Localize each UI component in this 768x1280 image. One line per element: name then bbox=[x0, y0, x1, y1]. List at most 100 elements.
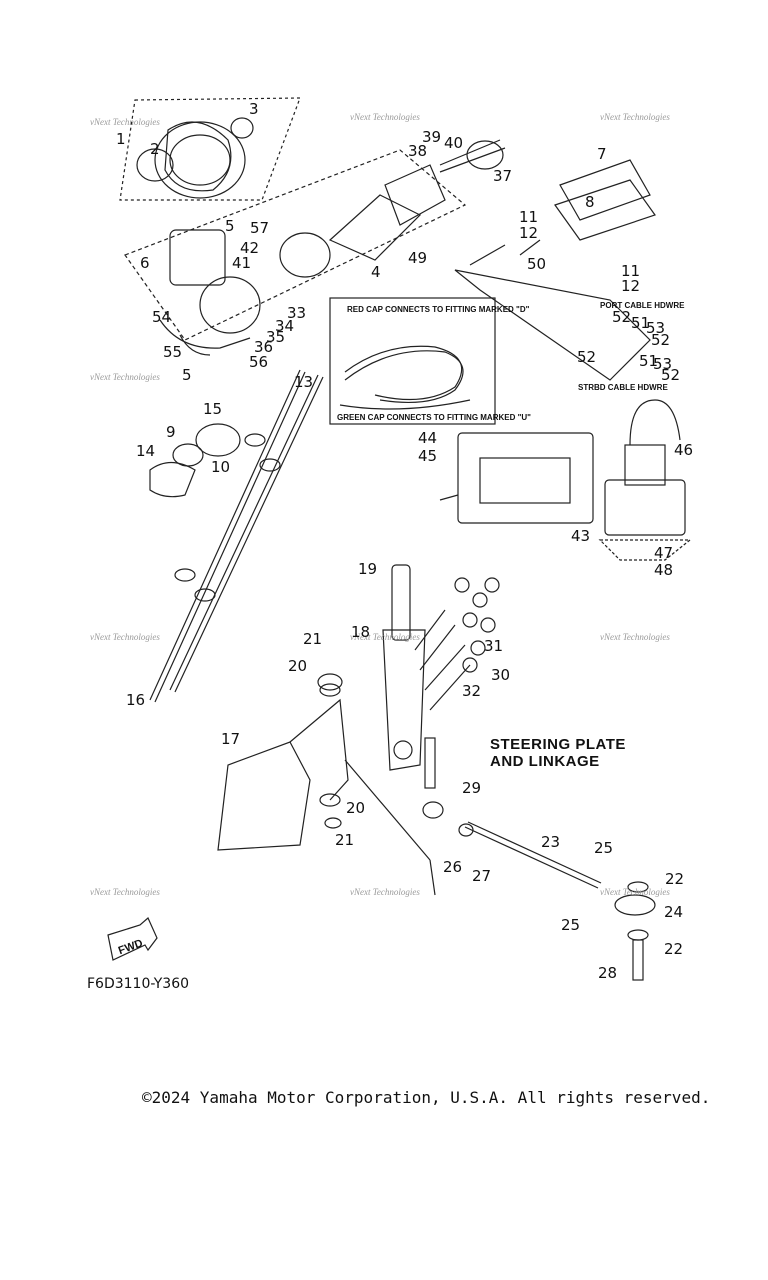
copyright-notice: ©2024 Yamaha Motor Corporation, U.S.A. A… bbox=[142, 1088, 711, 1107]
callout: 38 bbox=[408, 142, 427, 160]
steering-cables bbox=[149, 369, 324, 703]
callout: 14 bbox=[136, 442, 155, 460]
callout: 57 bbox=[250, 219, 269, 237]
steering-bracket bbox=[454, 239, 651, 381]
callout: 22 bbox=[664, 940, 683, 958]
callout: 15 bbox=[203, 400, 222, 418]
callout: 16 bbox=[126, 691, 145, 709]
callout: 19 bbox=[358, 560, 377, 578]
watermark-4: vNext Technologies bbox=[90, 372, 160, 382]
diagram-title-line1: STEERING PLATE bbox=[490, 736, 626, 753]
callout: 32 bbox=[462, 682, 481, 700]
watermark-9: vNext Technologies bbox=[350, 887, 420, 897]
callout: 20 bbox=[288, 657, 307, 675]
callout: 31 bbox=[484, 637, 503, 655]
callout: 24 bbox=[664, 903, 683, 921]
callout: 52 bbox=[661, 366, 680, 384]
callout: 55 bbox=[163, 343, 182, 361]
watermark-5: vNext Technologies bbox=[90, 632, 160, 642]
callout: 33 bbox=[287, 304, 306, 322]
callout: 27 bbox=[472, 867, 491, 885]
deflector-plate bbox=[217, 673, 349, 851]
callout: 46 bbox=[674, 441, 693, 459]
callout: 45 bbox=[418, 447, 437, 465]
drawing-code: F6D3110-Y360 bbox=[87, 976, 190, 992]
callout: 9 bbox=[166, 423, 176, 441]
callout: 44 bbox=[418, 429, 437, 447]
steering-wheel-assembly bbox=[119, 97, 301, 201]
callout: 40 bbox=[444, 134, 463, 152]
callout: 34 bbox=[275, 317, 294, 335]
helm-column-assembly bbox=[124, 139, 506, 356]
inset-bottom-label: GREEN CAP CONNECTS TO FITTING MARKED "U" bbox=[337, 413, 531, 422]
inset-top-label: RED CAP CONNECTS TO FITTING MARKED "D" bbox=[347, 305, 530, 314]
callout: 10 bbox=[211, 458, 230, 476]
callout: 20 bbox=[346, 799, 365, 817]
callout: 50 bbox=[527, 255, 546, 273]
callout: 42 bbox=[240, 239, 259, 257]
access-cover bbox=[554, 159, 656, 241]
watermark-group: vNext Technologies vNext Technologies vN… bbox=[90, 112, 670, 897]
callout: 39 bbox=[422, 128, 441, 146]
callout: 52 bbox=[612, 308, 631, 326]
callout: 29 bbox=[462, 779, 481, 797]
callout: 2 bbox=[150, 140, 160, 158]
callout: 4 bbox=[371, 263, 381, 281]
callout: 7 bbox=[597, 145, 607, 163]
callout: 35 bbox=[266, 328, 285, 346]
callout: 54 bbox=[152, 308, 171, 326]
watermark-7: vNext Technologies bbox=[600, 632, 670, 642]
cable-boots bbox=[149, 423, 241, 498]
callout: 47 bbox=[654, 544, 673, 562]
callout: 5 bbox=[225, 217, 235, 235]
trim-pump bbox=[598, 399, 692, 561]
strbd-hardware-label: STRBD CABLE HDWRE bbox=[578, 383, 668, 392]
callout: 21 bbox=[303, 630, 322, 648]
fwd-label: FWD bbox=[117, 937, 145, 957]
callout: 26 bbox=[443, 858, 462, 876]
callout: 36 bbox=[254, 338, 273, 356]
callout: 17 bbox=[221, 730, 240, 748]
steering-post bbox=[382, 564, 426, 771]
callout: 25 bbox=[561, 916, 580, 934]
port-hardware-label: PORT CABLE HDWRE bbox=[600, 301, 685, 310]
callout: 43 bbox=[571, 527, 590, 545]
control-module bbox=[439, 432, 594, 524]
callout: 1 bbox=[116, 130, 126, 148]
watermark-3: vNext Technologies bbox=[600, 112, 670, 122]
callout: 52 bbox=[651, 331, 670, 349]
callout: 5 bbox=[182, 366, 192, 384]
callout: 23 bbox=[541, 833, 560, 851]
callout: 28 bbox=[598, 964, 617, 982]
watermark-10: vNext Technologies bbox=[600, 887, 670, 897]
callout: 13 bbox=[294, 373, 313, 391]
callout: 48 bbox=[654, 561, 673, 579]
callout: 41 bbox=[232, 254, 251, 272]
callout: 51 bbox=[639, 352, 658, 370]
callout: 37 bbox=[493, 167, 512, 185]
watermark-1: vNext Technologies bbox=[90, 117, 160, 127]
callout: 53 bbox=[653, 355, 672, 373]
callout: 52 bbox=[577, 348, 596, 366]
callout: 11 bbox=[621, 262, 640, 280]
hose-inset bbox=[329, 297, 496, 425]
watermark-2: vNext Technologies bbox=[350, 112, 420, 122]
linkage-rod bbox=[344, 737, 656, 981]
callout: 3 bbox=[249, 100, 259, 118]
callout: 12 bbox=[519, 224, 538, 242]
callout: 30 bbox=[491, 666, 510, 684]
fwd-arrow-icon bbox=[107, 917, 158, 961]
watermark-6: vNext Technologies bbox=[350, 632, 420, 642]
diagram-title-line2: AND LINKAGE bbox=[490, 753, 600, 770]
callout: 51 bbox=[631, 314, 650, 332]
callout: 11 bbox=[519, 208, 538, 226]
callout: 56 bbox=[249, 353, 268, 371]
callout-numbers: 1 4 2 3 5 5 6 7 8 9 10 11 11 12 12 13 14… bbox=[116, 100, 693, 982]
callout: 25 bbox=[594, 839, 613, 857]
callout: 6 bbox=[140, 254, 150, 272]
callout: 12 bbox=[621, 277, 640, 295]
callout: 18 bbox=[351, 623, 370, 641]
callout: 21 bbox=[335, 831, 354, 849]
callout: 22 bbox=[665, 870, 684, 888]
